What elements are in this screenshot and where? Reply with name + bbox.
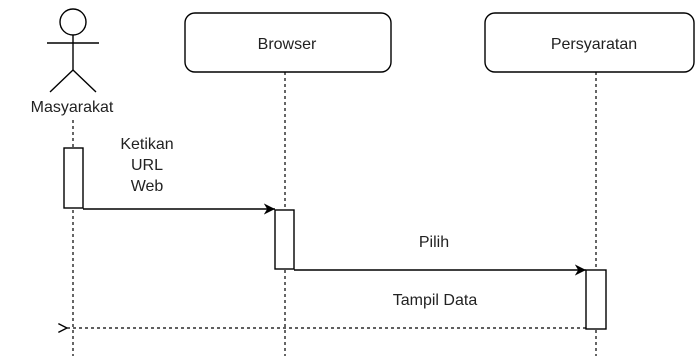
actor-activation xyxy=(63,147,84,209)
persyaratan-label: Persyaratan xyxy=(551,36,637,53)
message-label-tampil-data: Tampil Data xyxy=(393,292,478,309)
browser-activation xyxy=(274,209,295,270)
browser-participant[interactable]: Browser xyxy=(184,12,392,73)
actor-label: Masyarakat xyxy=(31,99,114,116)
message-label-ketikan-2: URL xyxy=(131,157,163,174)
message-label-pilih: Pilih xyxy=(419,234,449,251)
message-label-ketikan-3: Web xyxy=(131,178,164,195)
persyaratan-participant[interactable]: Persyaratan xyxy=(484,12,695,73)
browser-label: Browser xyxy=(258,36,317,53)
persyaratan-activation xyxy=(585,269,607,330)
stick-figure-icon xyxy=(47,8,99,93)
message-label-ketikan-1: Ketikan xyxy=(120,136,173,153)
